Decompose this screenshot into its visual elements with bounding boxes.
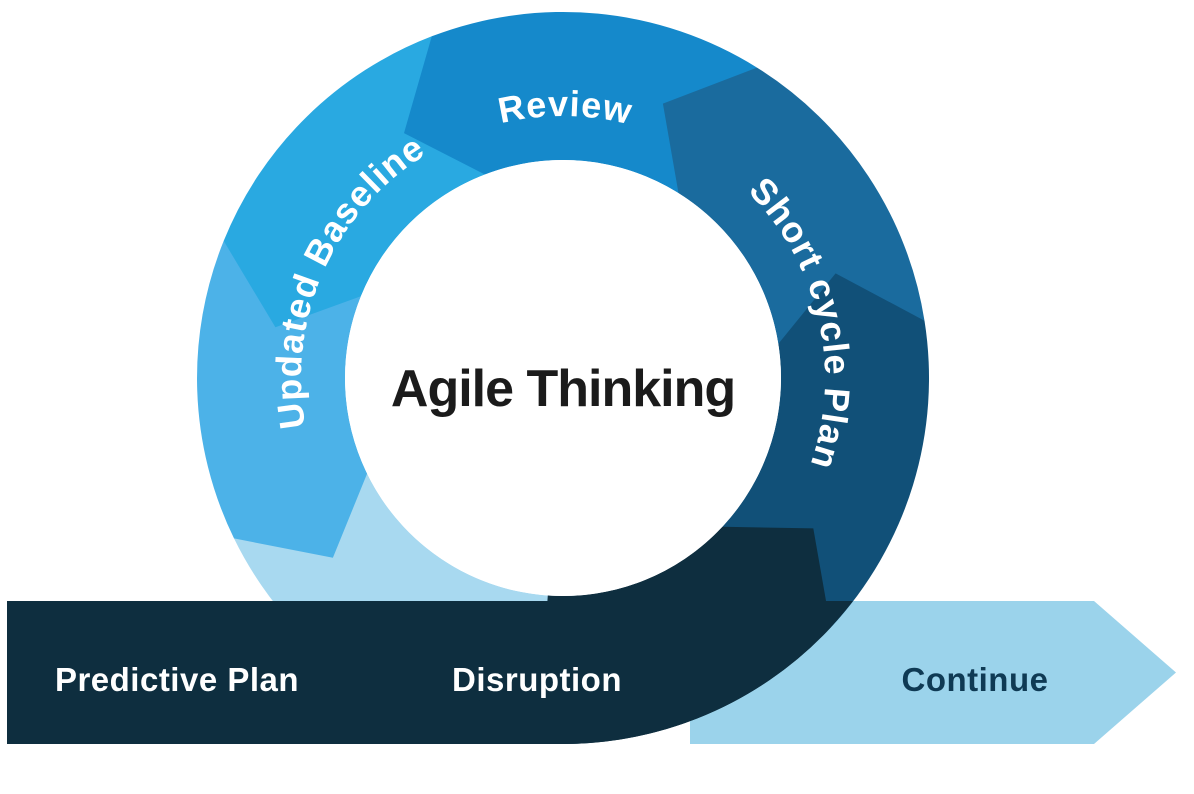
continue-label: Continue [902, 661, 1049, 698]
predictive-band [7, 601, 853, 744]
ring-segment-baseline-light [197, 240, 368, 558]
ring-segment-short-cycle-upper [662, 67, 925, 344]
band-label-disruption: Disruption [452, 661, 622, 698]
center-hub [345, 160, 781, 596]
ring-label-review: Review [495, 83, 637, 132]
band-label-predictive-plan: Predictive Plan [55, 661, 299, 698]
center-title: Agile Thinking [391, 360, 735, 418]
ring-segment-review [404, 11, 757, 194]
